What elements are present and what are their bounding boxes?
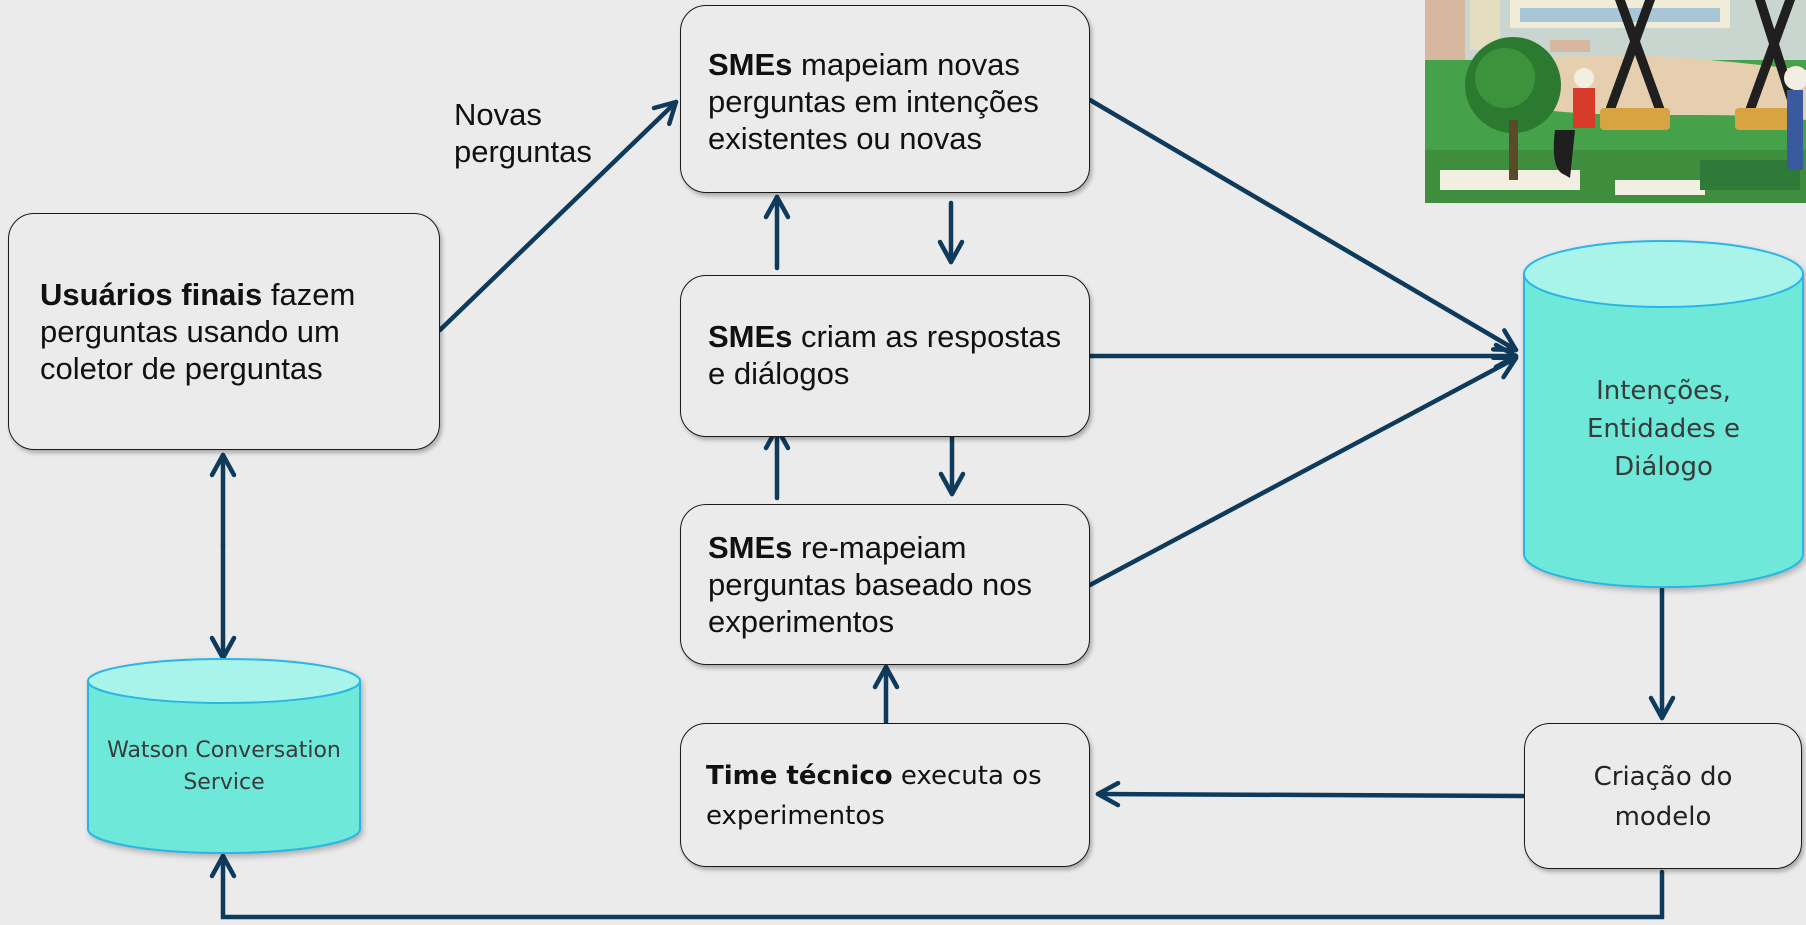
model-creation-box: Criação do modelo bbox=[1524, 723, 1802, 869]
sme-remap-box-bold: SMEs bbox=[708, 530, 793, 565]
watson-cylinder: Watson Conversation Service bbox=[86, 657, 362, 857]
model-creation-text: Criação do modelo bbox=[1593, 762, 1733, 832]
intents-cylinder-shape bbox=[1523, 240, 1804, 589]
users-box-text: fazem perguntas usando um coletor de per… bbox=[40, 277, 356, 386]
sme-create-box-bold: SMEs bbox=[708, 319, 793, 354]
painting-thumbnail bbox=[1425, 0, 1806, 203]
sme-map-box-text: mapeiam novas perguntas em intenções exi… bbox=[708, 47, 1039, 156]
intents-cylinder-label: Intenções, Entidades e Diálogo bbox=[1586, 376, 1741, 482]
sme-create-box: SMEs criam as respostas e diálogos bbox=[680, 275, 1090, 437]
users-box-bold: Usuários finais bbox=[40, 277, 263, 312]
painting-icon bbox=[1425, 0, 1806, 203]
watson-cylinder-label: Watson Conversation Service bbox=[107, 738, 341, 795]
intents-cylinder: Intenções, Entidades e Diálogo bbox=[1522, 238, 1805, 590]
watson-cylinder-shape bbox=[87, 658, 361, 854]
sme-create-box-text: criam as respostas e diálogos bbox=[708, 319, 1062, 391]
sme-remap-box-text: re-mapeiam perguntas baseado nos experim… bbox=[708, 530, 1033, 639]
users-box: Usuários finais fazem perguntas usando u… bbox=[8, 213, 440, 450]
arrow-sme-remap-to-intents bbox=[1087, 355, 1519, 588]
arrow-model-to-tech bbox=[1095, 780, 1526, 808]
arrow-model-to-watson bbox=[209, 853, 1665, 920]
sme-map-box-bold: SMEs bbox=[708, 47, 793, 82]
tech-team-box-bold: Time técnico bbox=[706, 761, 893, 791]
tech-team-box-text: executa os experimentos bbox=[706, 761, 1042, 831]
new-questions-label: Novas perguntas bbox=[454, 97, 592, 169]
arrow-users-to-sme-map bbox=[437, 99, 679, 333]
arrow-sme-map-to-intents bbox=[1087, 97, 1519, 353]
tech-team-box: Time técnico executa os experimentos bbox=[680, 723, 1090, 867]
sme-remap-box: SMEs re-mapeiam perguntas baseado nos ex… bbox=[680, 504, 1090, 665]
sme-map-box: SMEs mapeiam novas perguntas em intençõe… bbox=[680, 5, 1090, 193]
